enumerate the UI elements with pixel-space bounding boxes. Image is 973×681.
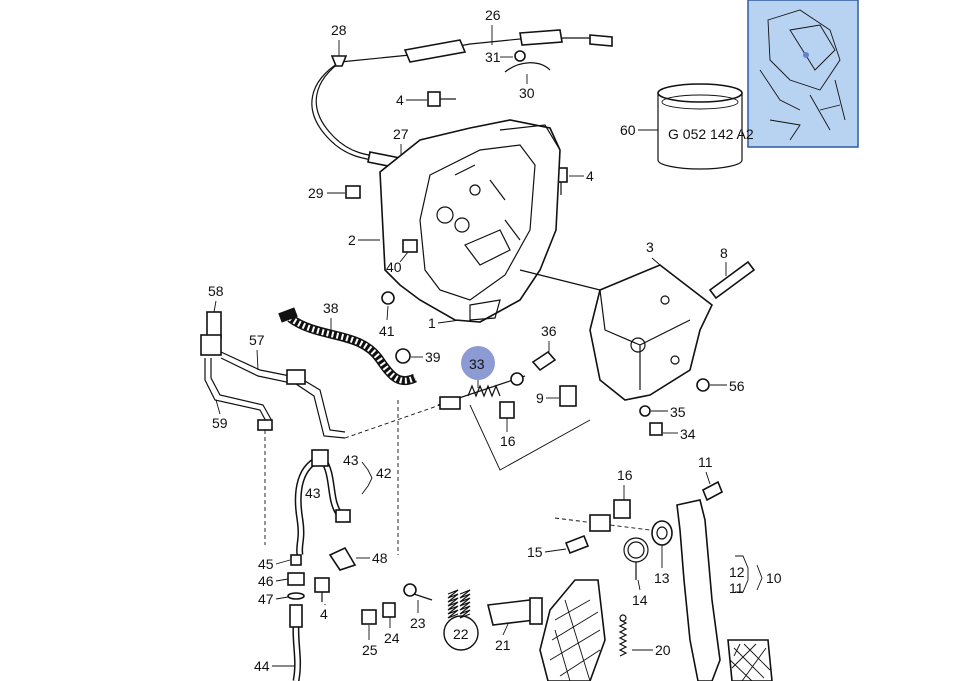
part-14-spring — [623, 537, 649, 580]
label-12[interactable]: 12 — [729, 564, 745, 580]
label-4-lower[interactable]: 4 — [320, 606, 328, 622]
label-1[interactable]: 1 — [428, 315, 436, 331]
label-25[interactable]: 25 — [362, 642, 378, 658]
label-43-upper[interactable]: 43 — [343, 452, 359, 468]
part-16-clip-lower — [554, 499, 651, 532]
label-8[interactable]: 8 — [720, 245, 728, 261]
part-26-cable — [311, 29, 613, 164]
part-40-nut — [402, 239, 418, 253]
label-3[interactable]: 3 — [646, 239, 654, 255]
part-25-24-clips — [361, 602, 396, 625]
part-41-nut — [381, 291, 395, 305]
circle-marker-22[interactable] — [443, 615, 479, 651]
label-11-bottom[interactable]: 11 — [729, 580, 744, 596]
label-2[interactable]: 2 — [348, 232, 356, 248]
label-44[interactable]: 44 — [254, 658, 270, 674]
part-21-sleeve — [487, 597, 543, 626]
part-31-30-clips — [504, 50, 551, 73]
part-42-hose — [294, 449, 351, 556]
label-16-upper[interactable]: 16 — [500, 433, 516, 449]
label-23[interactable]: 23 — [410, 615, 426, 631]
label-57[interactable]: 57 — [249, 332, 265, 348]
label-56[interactable]: 56 — [729, 378, 745, 394]
label-48[interactable]: 48 — [372, 550, 388, 566]
label-43-lower[interactable]: 43 — [305, 485, 321, 501]
part-15-pin — [564, 534, 590, 555]
part-22-spring — [447, 589, 471, 619]
label-41[interactable]: 41 — [379, 323, 395, 339]
label-35[interactable]: 35 — [670, 404, 686, 420]
label-4-top[interactable]: 4 — [396, 92, 404, 108]
label-38[interactable]: 38 — [323, 300, 339, 316]
label-16-lower[interactable]: 16 — [617, 467, 633, 483]
part-code: G 052 142 A2 — [668, 126, 754, 142]
part-57-pipe — [220, 351, 346, 439]
label-31[interactable]: 31 — [485, 49, 501, 65]
label-42[interactable]: 42 — [376, 465, 392, 481]
label-30[interactable]: 30 — [519, 85, 535, 101]
part-20-spring — [618, 614, 628, 657]
label-10[interactable]: 10 — [766, 570, 782, 586]
label-59[interactable]: 59 — [212, 415, 228, 431]
part-13-bushing — [651, 520, 673, 546]
label-47[interactable]: 47 — [258, 591, 274, 607]
part-39-nut — [395, 348, 411, 364]
label-29[interactable]: 29 — [308, 185, 324, 201]
highlight-marker-33[interactable] — [461, 346, 495, 380]
part-44-line — [289, 604, 303, 681]
thumbnail-overview[interactable] — [747, 0, 859, 148]
part-58-fitting — [200, 311, 222, 356]
part-23-rod — [403, 583, 433, 601]
part-brake-pedal-body — [539, 579, 606, 681]
part-1-2-bracket — [379, 119, 561, 323]
part-29-grommet — [345, 185, 361, 199]
part-8-pin — [708, 260, 756, 300]
label-34[interactable]: 34 — [680, 426, 696, 442]
part-3-bracket — [519, 264, 714, 401]
part-38-hose — [278, 307, 417, 386]
part-4-bolt-top — [427, 91, 456, 107]
label-36[interactable]: 36 — [541, 323, 557, 339]
label-58[interactable]: 58 — [208, 283, 224, 299]
label-13[interactable]: 13 — [654, 570, 670, 586]
label-14[interactable]: 14 — [632, 592, 648, 608]
label-40[interactable]: 40 — [386, 259, 402, 275]
label-4-right[interactable]: 4 — [586, 168, 594, 184]
label-60[interactable]: 60 — [620, 122, 636, 138]
label-27[interactable]: 27 — [393, 126, 409, 142]
part-60-ring — [657, 83, 743, 170]
label-20[interactable]: 20 — [655, 642, 671, 658]
part-11-pin — [701, 480, 724, 502]
label-21[interactable]: 21 — [495, 637, 511, 653]
part-9-clip — [559, 385, 577, 407]
label-26[interactable]: 26 — [485, 7, 501, 23]
part-33-spring — [437, 372, 526, 410]
part-12-pedal — [676, 499, 773, 681]
label-9[interactable]: 9 — [536, 390, 544, 406]
label-22[interactable]: 22 — [453, 626, 469, 642]
part-16-clip-upper — [499, 401, 515, 419]
label-24[interactable]: 24 — [384, 630, 400, 646]
label-33[interactable]: 33 — [469, 356, 485, 372]
label-28[interactable]: 28 — [331, 22, 347, 38]
part-56-nut — [696, 378, 710, 392]
part-36-pin — [531, 350, 557, 372]
label-45[interactable]: 45 — [258, 556, 274, 572]
part-45-46-47-fittings — [287, 554, 305, 600]
label-39[interactable]: 39 — [425, 349, 441, 365]
part-35-34-bolts — [639, 405, 663, 436]
label-11-top[interactable]: 11 — [698, 454, 713, 470]
part-48-bracket — [314, 546, 357, 602]
label-46[interactable]: 46 — [258, 573, 274, 589]
label-15[interactable]: 15 — [527, 544, 543, 560]
